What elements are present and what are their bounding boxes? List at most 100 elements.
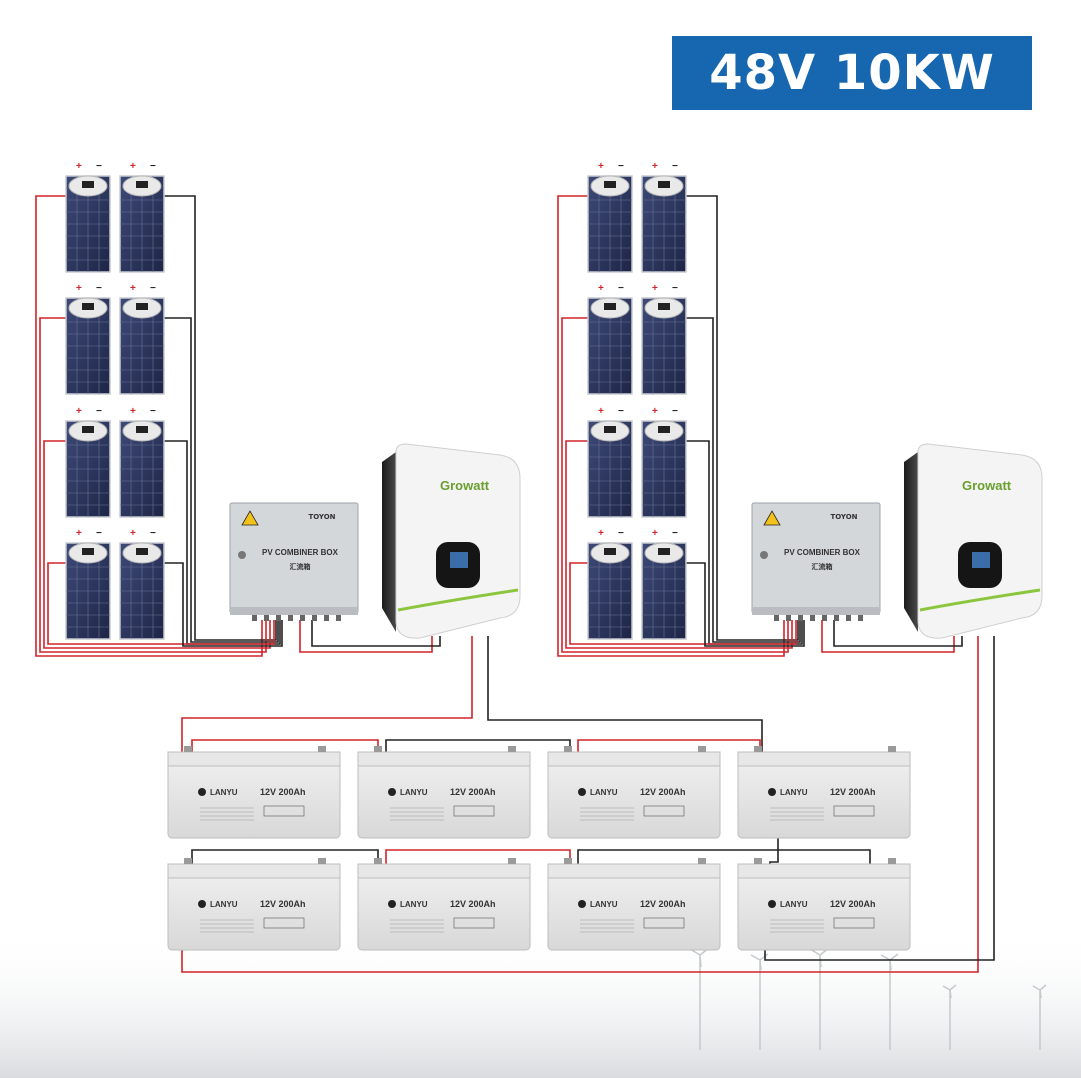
pv-negative-wire (686, 317, 801, 643)
solar-panel: +− (65, 528, 111, 640)
panel-terminal-plus: + (598, 161, 604, 172)
solar-panel: +− (587, 161, 633, 273)
battery: LANYU 12V 200Ah (737, 858, 911, 951)
battery-brand: LANYU (210, 900, 238, 909)
panel-terminal-plus: + (598, 283, 604, 294)
panel-terminal-plus: + (652, 406, 658, 417)
panel-terminal-minus: − (150, 161, 156, 172)
panel-terminal-plus: + (598, 406, 604, 417)
panel-terminal-plus: + (76, 161, 82, 172)
battery-capacity: 12V 200Ah (260, 899, 306, 909)
lock-icon (238, 551, 246, 559)
combiner-box-label: PV COMBINER BOX (262, 548, 339, 557)
panel-terminal-minus: − (672, 161, 678, 172)
battery-logo-icon (388, 900, 396, 908)
combiner-box-label: PV COMBINER BOX (784, 548, 861, 557)
title-banner: 48V 10KW (672, 36, 1032, 110)
certification-icons (833, 805, 875, 817)
background-landscape (0, 930, 1081, 1078)
battery-capacity: 12V 200Ah (450, 899, 496, 909)
pv-negative-wire (164, 195, 277, 641)
panel-terminal-plus: + (652, 161, 658, 172)
battery-capacity: 12V 200Ah (640, 899, 686, 909)
battery-logo-icon (768, 900, 776, 908)
panel-terminal-minus: − (672, 406, 678, 417)
pv-positive-wire (47, 562, 275, 645)
pv-negative-wire (686, 195, 799, 641)
battery-brand: LANYU (210, 788, 238, 797)
battery-logo-icon (198, 788, 206, 796)
title-text: 48V 10KW (709, 45, 995, 101)
solar-panel: +− (641, 283, 687, 395)
solar-panel: +− (65, 406, 111, 518)
panel-terminal-minus: − (150, 283, 156, 294)
solar-panel: +− (119, 406, 165, 518)
panel-terminal-plus: + (76, 528, 82, 539)
inverter-brand: Growatt (440, 478, 490, 493)
panel-terminal-minus: − (618, 406, 624, 417)
inverter-stripe (397, 588, 519, 612)
solar-panel: +− (587, 528, 633, 640)
battery-series-link (577, 849, 871, 870)
panel-terminal-minus: − (96, 528, 102, 539)
panel-terminal-minus: − (96, 406, 102, 417)
panel-terminal-minus: − (618, 161, 624, 172)
solar-panel: +− (65, 161, 111, 273)
battery-brand: LANYU (780, 900, 808, 909)
battery: LANYU 12V 200Ah (547, 746, 721, 839)
battery: LANYU 12V 200Ah (547, 858, 721, 951)
panel-terminal-minus: − (96, 283, 102, 294)
combiner-boxes: TOYON PV COMBINER BOX 汇流箱 TOYON PV COMBINER … (229, 502, 881, 621)
panel-terminal-minus: − (618, 283, 624, 294)
battery-logo-icon (198, 900, 206, 908)
battery-logo-icon (768, 788, 776, 796)
combiner-to-inverter-negative (833, 620, 963, 647)
certification-icons (263, 805, 305, 817)
solar-panel: +− (641, 528, 687, 640)
panel-terminal-plus: + (652, 283, 658, 294)
panel-terminal-plus: + (652, 528, 658, 539)
solar-panel: +− (587, 283, 633, 395)
panel-terminal-plus: + (130, 161, 136, 172)
certification-icons (643, 805, 685, 817)
combiner-brand: TOYON (830, 513, 857, 521)
battery-brand: LANYU (590, 900, 618, 909)
combiner-box-label-cn: 汇流箱 (290, 562, 311, 571)
certification-icons (453, 917, 495, 929)
battery-brand: LANYU (400, 900, 428, 909)
pv-positive-wire (43, 440, 271, 649)
combiner-to-inverter-positive (821, 620, 955, 653)
battery-brand: LANYU (780, 788, 808, 797)
battery-capacity: 12V 200Ah (640, 787, 686, 797)
battery-logo-icon (578, 900, 586, 908)
solar-panel: +− (119, 528, 165, 640)
pv-positive-wire (569, 562, 797, 645)
battery-brand: LANYU (400, 788, 428, 797)
combiner-brand: TOYON (308, 513, 335, 521)
pv-positive-wire (565, 440, 793, 649)
battery-capacity: 12V 200Ah (450, 787, 496, 797)
panel-terminal-plus: + (76, 283, 82, 294)
combiner-to-inverter-negative (311, 620, 441, 647)
combiner-to-inverter-positive (299, 620, 433, 653)
inverter: Growatt (904, 443, 1043, 639)
panel-terminal-plus: + (130, 283, 136, 294)
solar-panel: +− (65, 283, 111, 395)
panel-terminal-plus: + (130, 528, 136, 539)
solar-panel: +− (119, 161, 165, 273)
certification-icons (643, 917, 685, 929)
warning-icon (763, 510, 781, 526)
solar-panel: +− (641, 161, 687, 273)
panel-terminal-plus: + (76, 406, 82, 417)
battery-logo-icon (578, 788, 586, 796)
battery-capacity: 12V 200Ah (830, 899, 876, 909)
inverters: Growatt Growatt (382, 443, 1043, 639)
battery-logo-icon (388, 788, 396, 796)
pv-negative-wire (164, 317, 279, 643)
battery-brand: LANYU (590, 788, 618, 797)
pv-negative-wire (686, 562, 805, 647)
battery: LANYU 12V 200Ah (357, 858, 531, 951)
